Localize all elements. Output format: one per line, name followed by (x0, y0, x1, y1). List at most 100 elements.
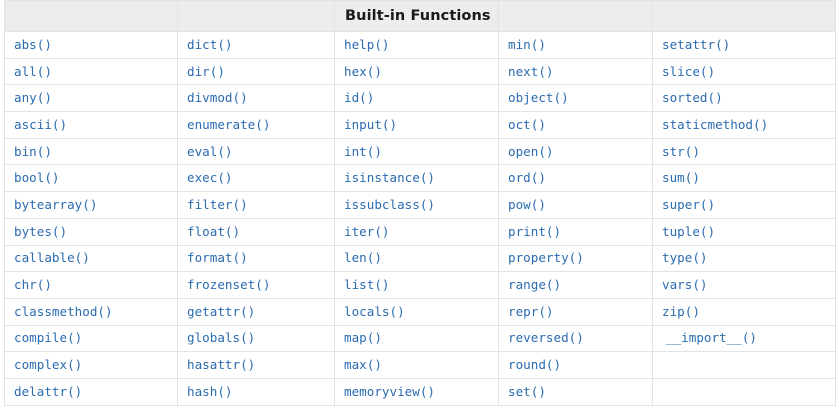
table-cell (652, 377, 836, 406)
function-link[interactable]: sorted() (662, 90, 723, 106)
table-cell: delattr() (4, 377, 178, 406)
table-row: any() divmod() id() object() sorted() (4, 84, 836, 113)
table-cell: map() (334, 324, 499, 353)
function-link[interactable]: oct() (508, 116, 546, 132)
function-link[interactable]: len() (344, 250, 382, 266)
function-link[interactable]: setattr() (662, 36, 731, 52)
function-link[interactable]: staticmethod() (662, 116, 769, 132)
function-link[interactable]: any() (14, 90, 52, 106)
function-link[interactable]: sum() (662, 170, 700, 186)
function-link[interactable]: memoryview() (344, 383, 435, 399)
function-link[interactable]: isinstance() (344, 170, 435, 186)
function-link[interactable]: callable() (14, 250, 90, 266)
table-cell: issubclass() (334, 191, 499, 219)
function-link[interactable]: range() (508, 277, 562, 293)
table-row: bytearray() filter() issubclass() pow() supe… (4, 191, 836, 219)
table-cell: classmethod() (4, 297, 178, 326)
table-cell: all() (4, 57, 178, 86)
table-cell: __import__() (652, 324, 836, 353)
function-link[interactable]: ord() (508, 170, 546, 186)
table-cell: abs() (4, 31, 178, 59)
function-link[interactable]: hex() (344, 63, 382, 79)
table-cell: ascii() (4, 111, 178, 139)
function-link[interactable]: property() (508, 250, 584, 266)
function-link[interactable]: eval() (187, 143, 233, 159)
function-link[interactable]: open() (508, 143, 554, 159)
table-row: bin() eval() int() open() str() (4, 137, 836, 166)
table-cell: max() (334, 351, 499, 379)
table-cell: oct() (498, 111, 653, 139)
function-link[interactable]: iter() (344, 223, 390, 239)
function-link[interactable]: compile() (14, 330, 83, 346)
function-link[interactable]: next() (508, 63, 554, 79)
function-link[interactable]: complex() (14, 357, 83, 373)
function-link[interactable]: bytearray() (14, 196, 98, 212)
table-cell: sum() (652, 164, 836, 193)
function-link[interactable]: abs() (14, 36, 52, 52)
table-cell: compile() (4, 324, 178, 353)
function-link[interactable]: round() (508, 357, 562, 373)
function-link[interactable]: tuple() (662, 223, 716, 239)
function-link[interactable]: dir() (187, 63, 225, 79)
function-link[interactable]: set() (508, 383, 546, 399)
function-link[interactable]: divmod() (187, 90, 248, 106)
table-cell: float() (177, 217, 335, 246)
header-cell-empty-2 (177, 0, 335, 32)
function-link[interactable]: globals() (187, 330, 256, 346)
function-link[interactable]: hash() (187, 383, 233, 399)
table-cell: isinstance() (334, 164, 499, 193)
function-link[interactable]: delattr() (14, 383, 83, 399)
function-link[interactable]: input() (344, 116, 398, 132)
table-cell: super() (652, 191, 836, 219)
table-cell: enumerate() (177, 111, 335, 139)
function-link[interactable]: locals() (344, 303, 405, 319)
table-cell: filter() (177, 191, 335, 219)
function-link[interactable]: exec() (187, 170, 233, 186)
function-link[interactable]: all() (14, 63, 52, 79)
function-link[interactable]: bool() (14, 170, 60, 186)
function-link[interactable]: pow() (508, 196, 546, 212)
function-link[interactable]: list() (344, 277, 390, 293)
function-link[interactable]: enumerate() (187, 116, 271, 132)
function-link[interactable]: chr() (14, 277, 52, 293)
function-link[interactable]: zip() (662, 303, 700, 319)
table-cell: zip() (652, 297, 836, 326)
function-link[interactable]: id() (344, 90, 375, 106)
function-link[interactable]: help() (344, 36, 390, 52)
table-cell: hex() (334, 57, 499, 86)
function-link[interactable]: bytes() (14, 223, 68, 239)
table-header-row: Built-in Functions (4, 0, 836, 32)
table-cell: property() (498, 244, 653, 273)
table-cell: format() (177, 244, 335, 273)
table-cell: next() (498, 57, 653, 86)
function-link[interactable]: issubclass() (344, 196, 435, 212)
function-link[interactable]: min() (508, 36, 546, 52)
function-link[interactable]: reversed() (508, 330, 584, 346)
function-link[interactable]: max() (344, 357, 382, 373)
function-link[interactable]: vars() (662, 277, 708, 293)
empty-cell (662, 379, 826, 405)
function-link[interactable]: classmethod() (14, 303, 113, 319)
function-link[interactable]: __import__() (666, 330, 757, 346)
table-cell: iter() (334, 217, 499, 246)
function-link[interactable]: slice() (662, 63, 716, 79)
function-link[interactable]: float() (187, 223, 241, 239)
function-link[interactable]: format() (187, 250, 248, 266)
function-link[interactable]: frozenset() (187, 277, 271, 293)
table-cell: complex() (4, 351, 178, 379)
function-link[interactable]: type() (662, 250, 708, 266)
function-link[interactable]: dict() (187, 36, 233, 52)
table-cell: str() (652, 137, 836, 166)
function-link[interactable]: print() (508, 223, 562, 239)
function-link[interactable]: str() (662, 143, 700, 159)
function-link[interactable]: super() (662, 196, 716, 212)
function-link[interactable]: object() (508, 90, 569, 106)
function-link[interactable]: hasattr() (187, 357, 256, 373)
function-link[interactable]: bin() (14, 143, 52, 159)
function-link[interactable]: ascii() (14, 116, 68, 132)
function-link[interactable]: map() (344, 330, 382, 346)
function-link[interactable]: repr() (508, 303, 554, 319)
function-link[interactable]: int() (344, 143, 382, 159)
function-link[interactable]: getattr() (187, 303, 256, 319)
function-link[interactable]: filter() (187, 196, 248, 212)
